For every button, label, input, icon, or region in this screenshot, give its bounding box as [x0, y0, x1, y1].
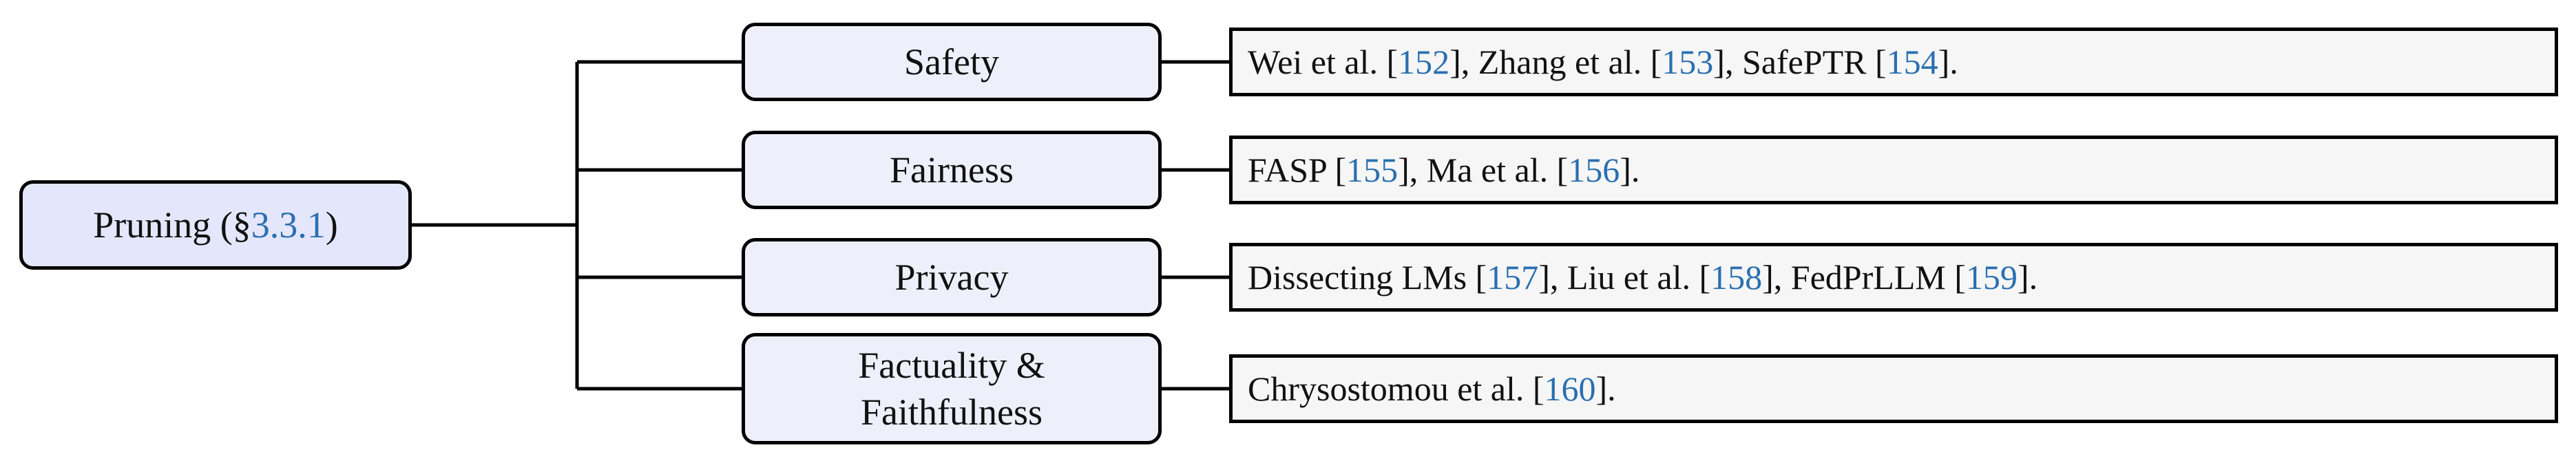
- citation-link[interactable]: 153: [1662, 43, 1714, 81]
- category-label: Fairness: [890, 149, 1014, 191]
- root-label: Pruning (§3.3.1): [93, 204, 338, 246]
- citation-link[interactable]: 156: [1568, 151, 1620, 189]
- reference-text: Chrysostomou et al. [: [1248, 369, 1544, 408]
- category-label: Safety: [904, 41, 999, 83]
- reference-text: ].: [2017, 258, 2038, 297]
- refs-box-safety: Wei et al. [152], Zhang et al. [153], Sa…: [1229, 28, 2558, 96]
- category-node-fairness: Fairness: [742, 131, 1162, 209]
- citation-link[interactable]: 157: [1487, 258, 1539, 297]
- reference-text: ], SafePTR [: [1713, 43, 1887, 81]
- reference-text: ].: [1595, 369, 1616, 408]
- root-node-pruning: Pruning (§3.3.1): [19, 180, 412, 270]
- refs-box-fairness: FASP [155], Ma et al. [156].: [1229, 136, 2558, 204]
- reference-text: Wei et al. [: [1248, 43, 1399, 81]
- refs-box-privacy: Dissecting LMs [157], Liu et al. [158], …: [1229, 243, 2558, 312]
- citation-link[interactable]: 158: [1710, 258, 1763, 297]
- citation-link[interactable]: 160: [1544, 369, 1596, 408]
- citation-link[interactable]: 155: [1346, 151, 1399, 189]
- category-node-factuality-faithfulness: Factuality & Faithfulness: [742, 333, 1162, 444]
- reference-text: Dissecting LMs [: [1248, 258, 1487, 297]
- category-node-safety: Safety: [742, 23, 1162, 101]
- refs-box-factuality: Chrysostomou et al. [160].: [1229, 354, 2558, 423]
- citation-link[interactable]: 154: [1886, 43, 1938, 81]
- citation-link[interactable]: 152: [1398, 43, 1450, 81]
- reference-text: ], Zhang et al. [: [1449, 43, 1662, 81]
- reference-text: FASP [: [1248, 151, 1347, 189]
- category-label: Privacy: [894, 257, 1009, 298]
- category-node-privacy: Privacy: [742, 238, 1162, 316]
- reference-text: ].: [1938, 43, 1958, 81]
- citation-link[interactable]: 159: [1965, 258, 2018, 297]
- reference-text: ], FedPrLLM [: [1762, 258, 1966, 297]
- section-ref-link[interactable]: 3.3.1: [251, 204, 326, 246]
- reference-text: ], Ma et al. [: [1398, 151, 1569, 189]
- category-label: Factuality & Faithfulness: [858, 345, 1045, 433]
- reference-text: ].: [1620, 151, 1640, 189]
- reference-text: ], Liu et al. [: [1538, 258, 1711, 297]
